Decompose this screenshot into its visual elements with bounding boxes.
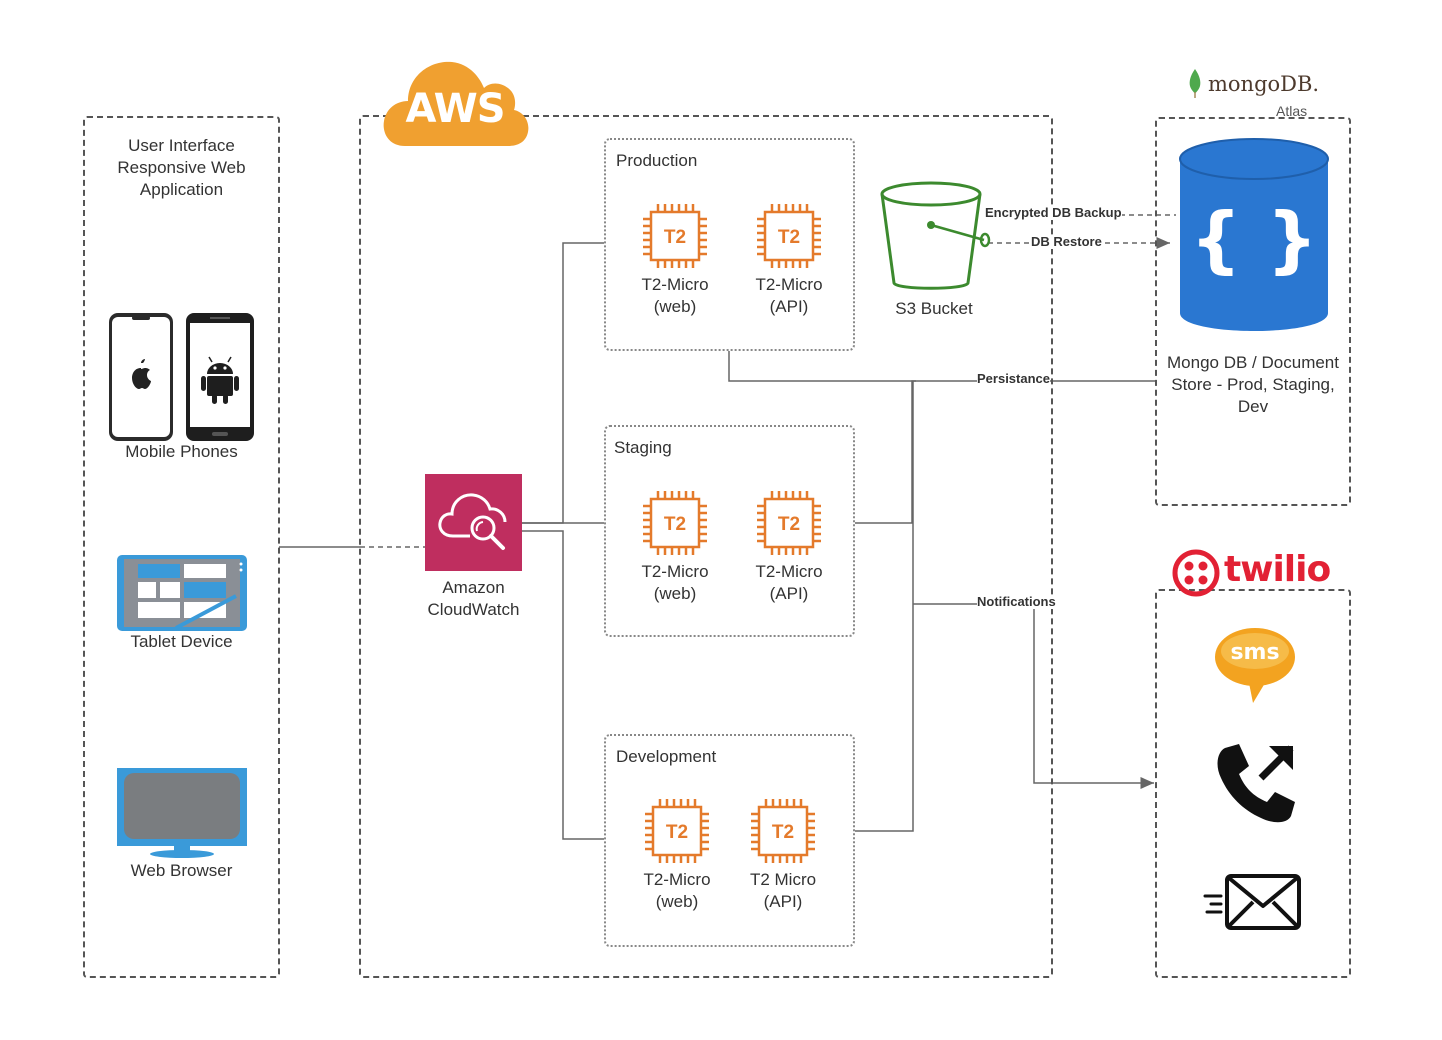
s3-bucket-label: S3 Bucket [895,299,973,318]
mongodb-group [1155,117,1351,506]
web-browser-label: Web Browser [130,861,233,880]
t2-chip-icon: T2 [756,203,822,274]
instance-label: T2-Micro (web) [643,870,711,911]
twilio-brand-text: twilio [1224,549,1331,590]
chip-label: T2 [778,514,800,535]
mongodb-leaf-icon [1189,69,1201,98]
aws-group [359,115,1053,978]
instance-label: T2 Micro (API) [749,870,817,911]
env-development [604,734,855,947]
db-braces-glyph: { } [1190,197,1318,281]
aws-logo-text: AWS [405,86,505,132]
env-staging-title: Staging [614,438,672,457]
chip-label: T2 [664,514,686,535]
edge-label-backup: Encrypted DB Backup [985,205,1122,220]
tablet-device-label: Tablet Device [130,632,233,651]
twilio-logo: twilio [1172,549,1337,599]
cloudwatch-label: Amazon CloudWatch [427,578,520,619]
s3-bucket-icon [876,178,994,301]
instance-label: T2-Micro (web) [641,562,709,603]
sms-icon: sms [1213,625,1297,705]
chip-label: T2 [772,822,794,843]
cloudwatch-icon [425,474,522,571]
mongodb-label: Mongo DB / Document Store - Prod, Stagin… [1167,353,1339,416]
mongodb-brand-text: mongoDB. [1208,72,1320,96]
env-production [604,138,855,351]
client-title: User Interface Responsive Web Applicatio… [117,136,246,199]
t2-chip-icon: T2 [750,798,816,869]
mongodb-logo: mongoDB. [1186,69,1326,98]
sms-text: sms [1230,640,1280,665]
client-group [83,116,280,978]
t2-chip-icon: T2 [644,798,710,869]
twilio-group [1155,589,1351,978]
instance-label: T2-Micro (API) [755,562,823,603]
android-phone-icon [185,312,255,447]
edge-label-persistance: Persistance [977,371,1050,386]
aws-cloud-logo: AWS [380,54,530,150]
chip-label: T2 [666,822,688,843]
phone-call-icon [1213,740,1299,831]
env-production-title: Production [616,151,698,170]
monitor-icon [116,767,248,864]
instance-label: T2-Micro (web) [641,275,709,316]
chip-label: T2 [778,227,800,248]
tablet-icon [116,554,248,639]
t2-chip-icon: T2 [642,490,708,561]
twilio-mark-icon [1172,549,1220,597]
mobile-phones-label: Mobile Phones [125,442,238,461]
instance-label: T2-Micro (API) [755,275,823,316]
edge-label-notifications: Notifications [977,594,1056,609]
document-db-icon: { } [1178,137,1330,342]
env-staging [604,425,855,637]
mongodb-atlas-text: Atlas [1276,103,1308,119]
email-icon [1203,872,1303,937]
env-development-title: Development [616,747,717,766]
edge-label-restore: DB Restore [1031,234,1102,249]
iphone-icon [108,312,174,447]
t2-chip-icon: T2 [756,490,822,561]
chip-label: T2 [664,227,686,248]
t2-chip-icon: T2 [642,203,708,274]
